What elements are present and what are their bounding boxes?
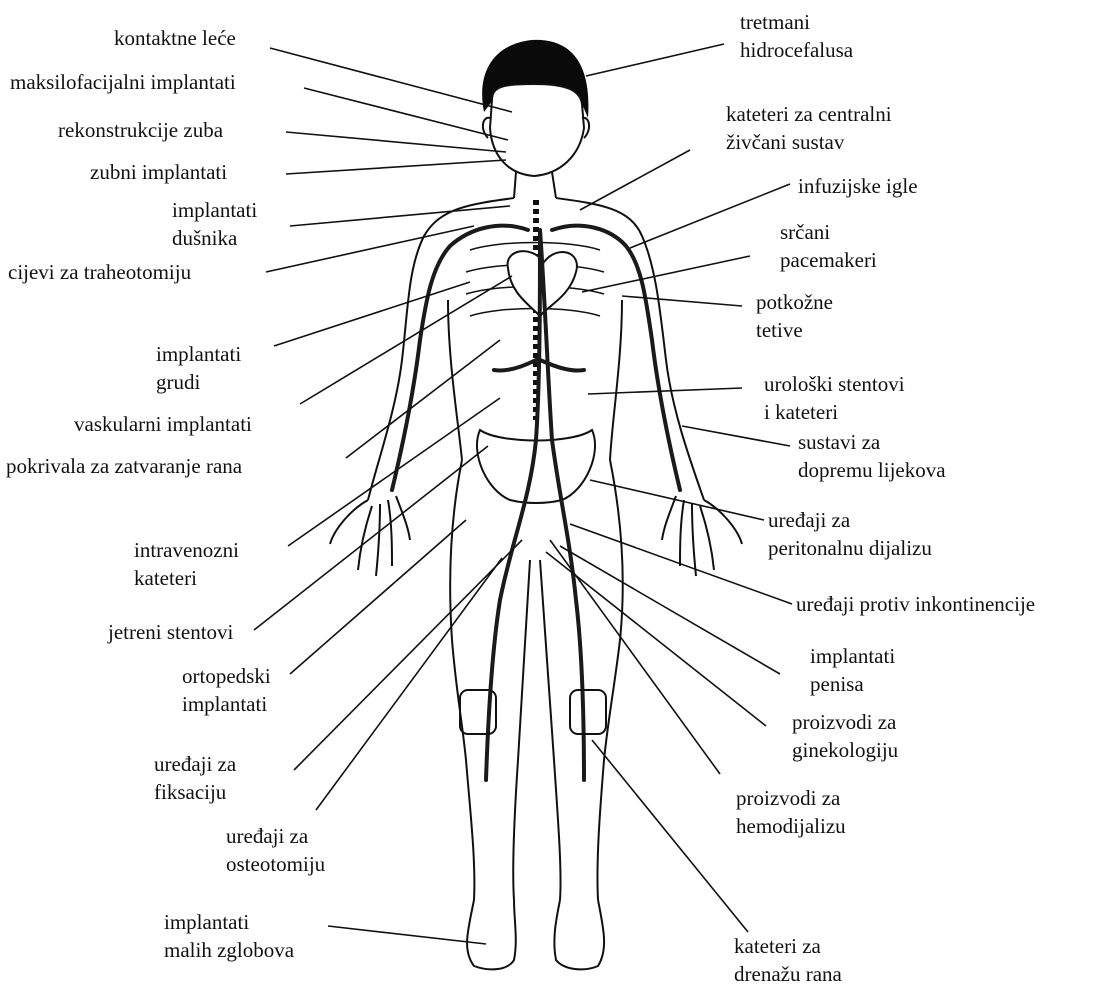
label-intravenozni-kateteri: intravenozni kateteri [134, 536, 239, 592]
label-implantati-dusnika: implantati dušnika [172, 196, 257, 252]
label-uredaji-fiksacija: uređaji za fiksaciju [154, 750, 236, 806]
label-srcani-pacemakeri: srčani pacemakeri [780, 218, 877, 274]
label-maksilofacijalni-implantati: maksilofacijalni implantati [10, 68, 236, 96]
right-foot [554, 900, 604, 969]
right-hand [662, 496, 742, 576]
label-infuzijske-igle: infuzijske igle [798, 172, 918, 200]
left-foot [467, 900, 516, 969]
label-uredaji-inkontinencija: uređaji protiv inkontinencije [796, 590, 1035, 618]
right-knee [570, 690, 606, 734]
leader-lines [254, 44, 792, 944]
label-ortopedski-implantati: ortopedski implantati [182, 662, 271, 718]
label-proizvodi-ginekologija: proizvodi za ginekologiju [792, 708, 898, 764]
label-jetreni-stentovi: jetreni stentovi [108, 618, 233, 646]
label-uroloski-stentovi: urološki stentovi i kateteri [764, 370, 905, 426]
label-implantati-malih-zglobova: implantati malih zglobova [164, 908, 294, 964]
label-kateteri-cns: kateteri za centralni živčani sustav [726, 100, 892, 156]
label-rekonstrukcije-zuba: rekonstrukcije zuba [58, 116, 223, 144]
label-proizvodi-hemodijaliza: proizvodi za hemodijalizu [736, 784, 846, 840]
label-potkozne-tetive: potkožne tetive [756, 288, 833, 344]
label-uredaji-osteotomija: uređaji za osteotomiju [226, 822, 325, 878]
label-vaskularni-implantati: vaskularni implantati [74, 410, 252, 438]
label-cijevi-traheotomija: cijevi za traheotomiju [8, 258, 191, 286]
label-implantati-grudi: implantati grudi [156, 340, 241, 396]
label-implantati-penisa: implantati penisa [810, 642, 895, 698]
label-zubni-implantati: zubni implantati [90, 158, 227, 186]
label-kontaktne-lece: kontaktne leće [114, 24, 236, 52]
label-peritonalna-dijaliza: uređaji za peritonalnu dijalizu [768, 506, 932, 562]
label-kateteri-drenaza-rana: kateteri za drenažu rana [734, 932, 842, 988]
head [490, 84, 584, 176]
label-sustavi-dopremu-lijekova: sustavi za dopremu lijekova [798, 428, 946, 484]
label-pokrivala-zatvaranje-rana: pokrivala za zatvaranje rana [6, 452, 242, 480]
label-tretmani-hidrocefalusa: tretmani hidrocefalusa [740, 8, 853, 64]
